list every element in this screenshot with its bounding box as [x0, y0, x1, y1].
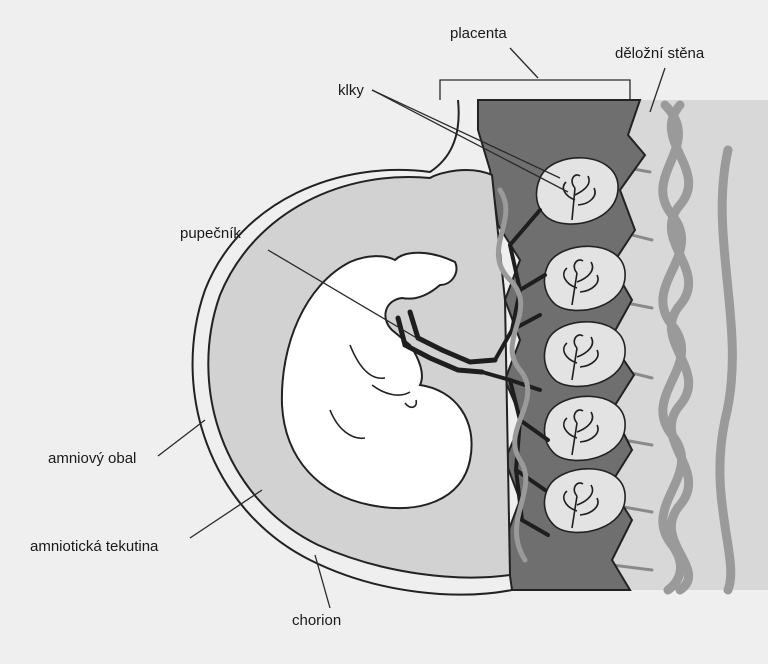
label-uterine-wall: děložní stěna [615, 45, 705, 62]
label-villi: klky [338, 82, 364, 99]
label-chorion: chorion [292, 612, 341, 629]
label-placenta: placenta [450, 25, 507, 42]
leader-amnion [158, 420, 205, 456]
leader-chorion [315, 555, 330, 608]
label-amnion: amniový obal [48, 450, 136, 467]
placenta-bracket [440, 80, 630, 100]
label-umbilical-cord: pupečník [180, 225, 241, 242]
leader-placenta [510, 48, 538, 78]
label-amniotic-fluid: amniotická tekutina [30, 538, 159, 555]
leader-amniotic-fluid [190, 490, 262, 538]
